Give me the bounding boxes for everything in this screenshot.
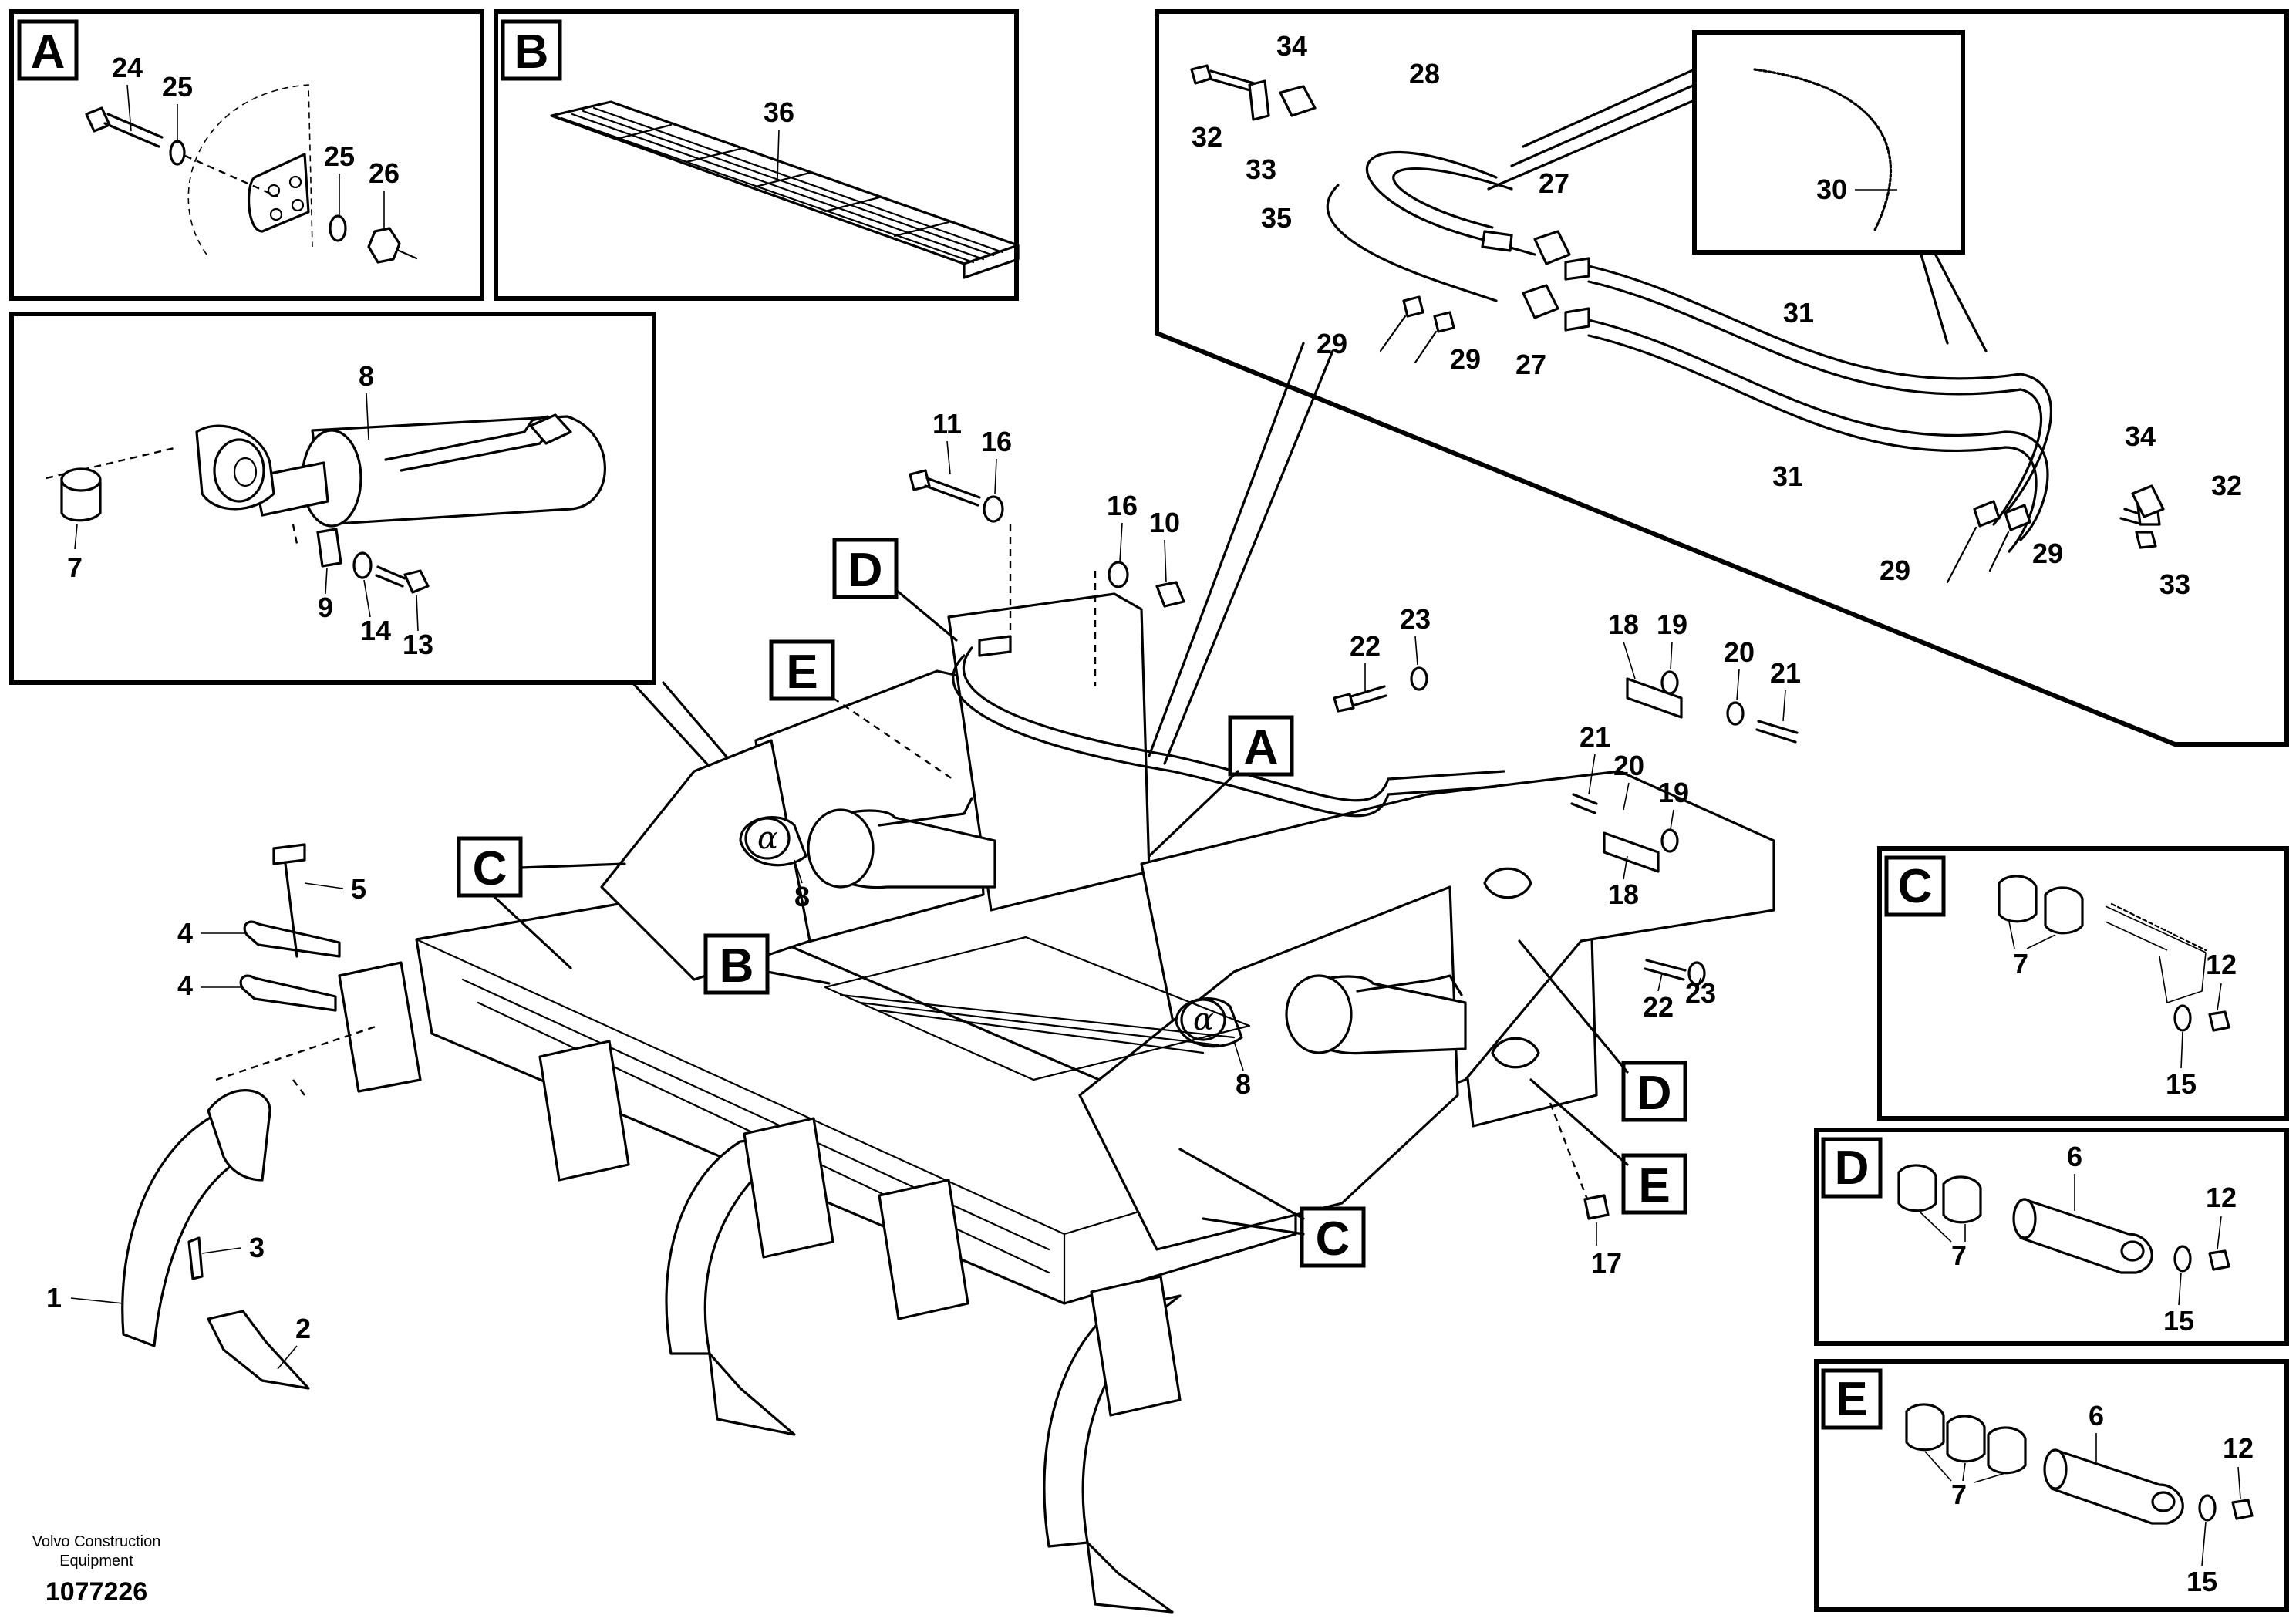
label-28: 28 (1409, 58, 1440, 89)
label-9: 9 (318, 592, 333, 623)
label-1: 1 (46, 1282, 62, 1313)
label-7-e: 7 (1951, 1479, 1967, 1510)
label-31b: 31 (1772, 460, 1803, 492)
label-23b: 23 (1685, 977, 1716, 1009)
inset-b: B 36 (494, 9, 1020, 301)
label-15-c: 15 (2166, 1068, 2197, 1100)
label-36: 36 (764, 96, 794, 128)
maker-line-2: Equipment (59, 1553, 133, 1570)
label-31: 31 (1783, 297, 1814, 329)
main-letter-a: A (1244, 721, 1279, 774)
label-7-c: 7 (2013, 948, 2028, 980)
label-27b: 27 (1515, 349, 1546, 380)
inset-hoses: 30 34 32 33 28 (1155, 9, 2289, 747)
detail-e-letter: E (1836, 1373, 1867, 1426)
label-12-e: 12 (2223, 1432, 2254, 1464)
label-16: 16 (981, 426, 1012, 457)
inset-cylinder: 8 7 9 14 13 (9, 312, 656, 685)
label-25b: 25 (324, 140, 355, 172)
label-10: 10 (1149, 507, 1180, 538)
label-29b: 29 (1450, 343, 1481, 375)
label-24: 24 (112, 52, 143, 83)
detail-e: E 6 7 12 15 (1814, 1359, 2289, 1612)
label-16b: 16 (1107, 490, 1138, 521)
main-letter-c: C (473, 842, 507, 895)
detail-d: D 6 7 12 15 (1814, 1128, 2289, 1346)
label-13: 13 (403, 629, 433, 660)
maker-line-1: Volvo Construction (32, 1533, 161, 1550)
label-3: 3 (249, 1232, 265, 1263)
detail-d-letter: D (1835, 1141, 1870, 1195)
label-12-c: 12 (2206, 949, 2237, 980)
label-8-right: 8 (1236, 1068, 1251, 1100)
label-30: 30 (1816, 174, 1847, 205)
footer: Volvo Construction Equipment 1077226 (32, 1533, 161, 1607)
ripper-assembly: α α (46, 408, 1801, 1614)
label-34: 34 (1276, 30, 1307, 62)
label-17: 17 (1591, 1247, 1622, 1279)
label-32b: 32 (2211, 470, 2242, 501)
label-34b: 34 (2125, 420, 2156, 452)
label-14: 14 (360, 615, 391, 646)
detail-c-letter: C (1898, 860, 1933, 913)
cylinder-symbol-left: α (757, 821, 778, 856)
inset-a-letter: A (31, 25, 66, 79)
label-4b: 4 (177, 969, 193, 1001)
label-11: 11 (932, 408, 962, 440)
label-35: 35 (1261, 202, 1292, 234)
label-29c: 29 (1880, 555, 1910, 586)
label-26: 26 (369, 157, 400, 189)
label-8: 8 (359, 360, 374, 392)
label-32: 32 (1192, 121, 1222, 153)
label-12-d: 12 (2206, 1182, 2237, 1213)
label-8-left: 8 (794, 881, 810, 912)
label-15-d: 15 (2163, 1305, 2194, 1337)
label-33: 33 (1246, 153, 1276, 185)
main-letter-d: D (848, 544, 883, 597)
inset-a: A 24 25 25 26 (9, 9, 484, 301)
label-15-e: 15 (2186, 1566, 2217, 1597)
label-19b: 19 (1658, 777, 1689, 808)
label-18: 18 (1608, 609, 1639, 640)
label-29d: 29 (2032, 538, 2063, 569)
label-18b: 18 (1608, 878, 1639, 910)
label-7-d: 7 (1951, 1239, 1967, 1271)
drawing-number: 1077226 (46, 1577, 147, 1607)
main-letter-b: B (720, 939, 754, 993)
label-20b: 20 (1613, 750, 1644, 781)
label-27: 27 (1539, 167, 1569, 199)
main-letter-c2: C (1316, 1212, 1350, 1266)
label-21: 21 (1770, 657, 1801, 689)
inset-b-letter: B (514, 25, 549, 79)
label-19: 19 (1657, 609, 1687, 640)
main-letter-e2: E (1638, 1159, 1670, 1212)
label-6-e: 6 (2089, 1400, 2104, 1431)
label-6-d: 6 (2067, 1141, 2082, 1172)
label-25: 25 (162, 71, 193, 103)
label-22: 22 (1350, 630, 1381, 662)
label-33b: 33 (2159, 568, 2190, 600)
label-23: 23 (1400, 603, 1431, 635)
label-20: 20 (1724, 636, 1755, 668)
label-21b: 21 (1580, 721, 1610, 753)
label-2: 2 (295, 1313, 311, 1344)
label-5: 5 (351, 873, 366, 905)
leader-hoses (1148, 342, 1334, 765)
label-22b: 22 (1643, 991, 1674, 1023)
main-letter-e: E (786, 646, 818, 699)
main-letter-d2: D (1637, 1067, 1672, 1120)
detail-c: C 7 12 15 (1877, 846, 2289, 1121)
label-7: 7 (67, 551, 83, 583)
label-4: 4 (177, 917, 193, 949)
